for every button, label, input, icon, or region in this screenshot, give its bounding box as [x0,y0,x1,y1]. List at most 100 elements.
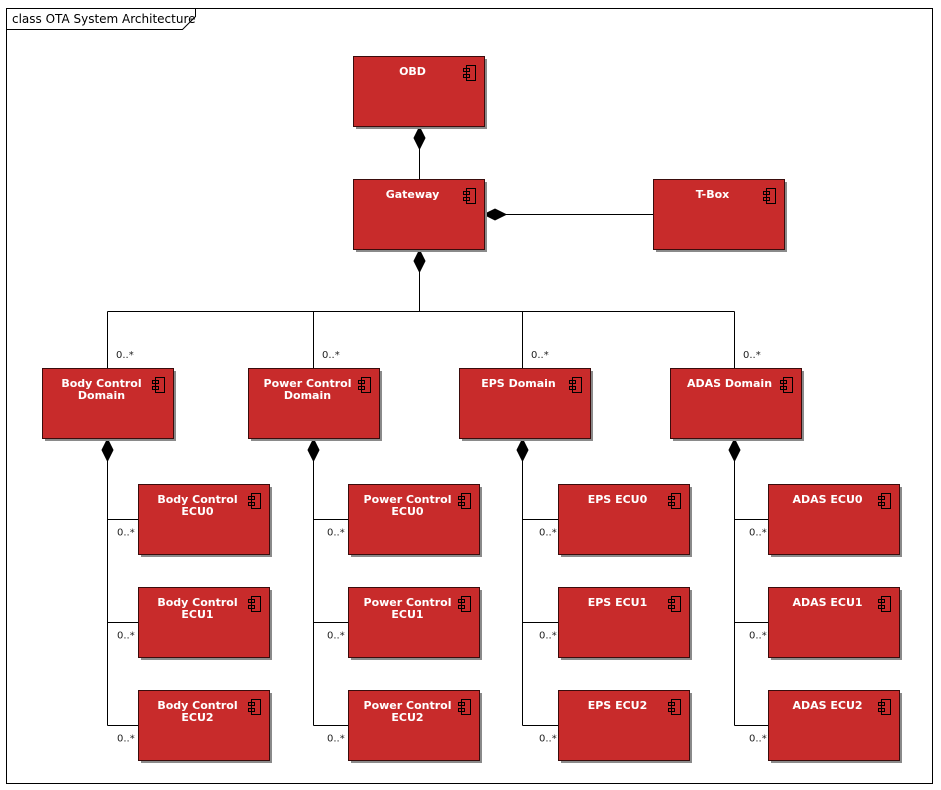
component-tbox[interactable]: T-Box [653,179,788,253]
component-eps-ecu0[interactable]: EPS ECU0 [558,484,693,558]
multiplicity-label: 0..* [327,734,345,745]
component-icon [668,699,681,715]
component-label: EPS ECU1 [588,596,648,609]
box-body [768,484,900,555]
component-eps-ecu1[interactable]: EPS ECU1 [558,587,693,661]
frame-title: class OTA System Architecture [12,12,196,26]
box-body [348,484,480,555]
component-label: ECU2 [181,711,213,724]
component-label: Body Control [157,493,237,506]
diamond-icon [516,437,529,463]
component-icon [668,596,681,612]
component-icon [463,188,476,204]
component-label: Power Control [364,699,452,712]
multiplicity-label: 0..* [116,350,134,361]
component-label: ECU2 [391,711,423,724]
component-label: Body Control [157,699,237,712]
multiplicity-label: 0..* [539,631,557,642]
component-eps-domain[interactable]: EPS Domain [459,368,594,442]
component-icon [358,377,371,393]
component-icon [458,493,471,509]
component-label: Power Control [364,596,452,609]
component-icon [878,596,891,612]
multiplicity-label: 0..* [322,350,340,361]
component-label: Domain [78,389,125,402]
component-label: ADAS ECU0 [792,493,862,506]
multiplicities: 0..* 0..* 0..* 0..* 0..* 0..* 0..* 0..* 0..* 0..*… [116,350,767,745]
box-body [138,690,270,761]
component-eps-ecu2[interactable]: EPS ECU2 [558,690,693,764]
component-label: ADAS ECU1 [792,596,862,609]
box-body [768,690,900,761]
multiplicity-label: 0..* [539,528,557,539]
component-label: EPS ECU2 [588,699,648,712]
diamond-icon [728,437,741,463]
component-icon [248,493,261,509]
diamond-icon [482,208,508,221]
diamond-icon [101,437,114,463]
component-label: EPS Domain [481,377,556,390]
diamond-icon [413,125,426,151]
multiplicity-label: 0..* [749,734,767,745]
box-body [138,587,270,658]
box-body [459,368,591,439]
component-icon [780,377,793,393]
multiplicity-label: 0..* [539,734,557,745]
box-body [42,368,174,439]
component-icon [878,699,891,715]
component-adas-domain[interactable]: ADAS Domain [670,368,805,442]
component-adas-ecu2[interactable]: ADAS ECU2 [768,690,903,764]
multiplicity-label: 0..* [327,631,345,642]
box-body [348,690,480,761]
multiplicity-label: 0..* [743,350,761,361]
component-label: ECU1 [391,608,423,621]
diamond-icon [307,437,320,463]
component-label: ECU0 [391,505,424,518]
box-body [670,368,802,439]
component-icon [878,493,891,509]
component-icon [248,596,261,612]
component-adas-ecu1[interactable]: ADAS ECU1 [768,587,903,661]
component-obd[interactable]: OBD [353,56,488,130]
component-label: ECU0 [181,505,214,518]
component-label: ECU1 [181,608,213,621]
component-label: Power Control [264,377,352,390]
box-body [348,587,480,658]
multiplicity-label: 0..* [327,528,345,539]
component-label: Power Control [364,493,452,506]
multiplicity-label: 0..* [749,631,767,642]
component-gateway[interactable]: Gateway [353,179,488,253]
component-icon [152,377,165,393]
component-icon [248,699,261,715]
diamond-icon [413,248,426,274]
component-icon [668,493,681,509]
box-body [558,690,690,761]
multiplicity-label: 0..* [749,528,767,539]
frame-tab [6,8,196,30]
multiplicity-label: 0..* [117,528,135,539]
box-body [653,179,785,250]
box-body [558,484,690,555]
box-body [768,587,900,658]
box-body [248,368,380,439]
component-icon [763,188,776,204]
component-adas-ecu0[interactable]: ADAS ECU0 [768,484,903,558]
component-icon [569,377,582,393]
component-label: Body Control [61,377,141,390]
component-icon [458,699,471,715]
component-label: OBD [399,65,426,78]
box-body [138,484,270,555]
connectors [101,125,768,726]
component-label: Domain [284,389,331,402]
component-label: T-Box [696,188,730,201]
box-body [353,56,485,127]
